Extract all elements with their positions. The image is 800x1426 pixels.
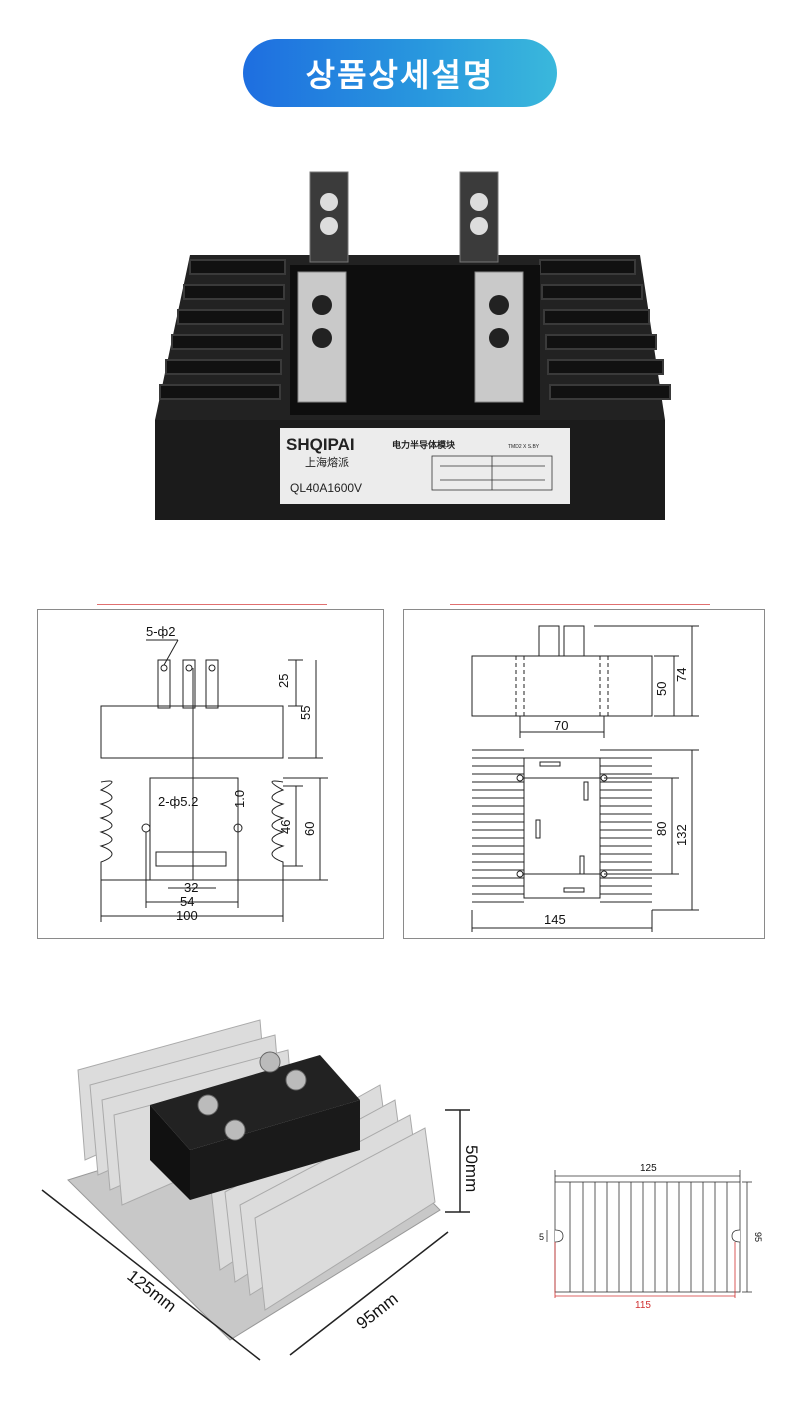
fins xyxy=(472,749,652,903)
dim-height-50mm: 50mm xyxy=(462,1145,481,1192)
dim-70: 70 xyxy=(554,718,568,733)
right-dimension-drawing: 50 74 70 80 132 145 xyxy=(403,609,765,939)
label-subtitle: 电力半导体模块 xyxy=(392,439,456,450)
left-dimension-drawing: 5-ф2 25 55 2-ф5.2 1.0 46 60 32 54 100 xyxy=(37,609,384,939)
terminal-left xyxy=(297,171,349,403)
red-slot-span xyxy=(554,1242,736,1298)
label-brand: SHQIPAI xyxy=(286,435,355,454)
heatsink-dimension-drawing: 125 95 5 115 xyxy=(539,1163,763,1311)
dim-top-125: 125 xyxy=(640,1163,657,1174)
label-small-code: TMD2 X S.BY xyxy=(508,444,540,450)
dim-bottom-115: 115 xyxy=(635,1300,651,1311)
dim-100: 100 xyxy=(176,908,198,923)
dim-132: 132 xyxy=(674,824,689,846)
dim-145: 145 xyxy=(544,912,566,927)
rectifier-module-photo: SHQIPAI 电力半导体模块 TMD2 X S.BY 上海熔派 QL40A16… xyxy=(155,171,671,520)
heatsink-fins-left xyxy=(159,259,286,400)
dim-slot-5: 5 xyxy=(539,1232,544,1242)
dim-25: 25 xyxy=(276,674,291,688)
dim-width-95mm: 95mm xyxy=(353,1289,402,1333)
dim-74: 74 xyxy=(674,668,689,682)
terminal-right xyxy=(459,171,524,403)
dim-55: 55 xyxy=(298,706,313,720)
dim-5-holes: 5-ф2 xyxy=(146,624,176,639)
dim-2-holes: 2-ф5.2 xyxy=(158,794,198,809)
dim-80: 80 xyxy=(654,822,669,836)
label-model: QL40A1600V xyxy=(290,481,362,495)
heatsink-module-photo: 50mm 125mm 95mm xyxy=(41,1019,481,1361)
dim-54: 54 xyxy=(180,894,194,909)
dim-32: 32 xyxy=(184,880,198,895)
dim-side-95: 95 xyxy=(753,1232,763,1242)
label-maker: 上海熔派 xyxy=(305,455,349,469)
module-top xyxy=(150,1055,360,1150)
left-drawing-accent-line xyxy=(97,604,327,605)
dim-50: 50 xyxy=(654,682,669,696)
dim-60: 60 xyxy=(302,822,317,836)
module-screws xyxy=(197,1051,307,1141)
dim-1-0: 1.0 xyxy=(232,790,247,808)
dim-46: 46 xyxy=(278,820,293,834)
label-circuit-diagram xyxy=(431,455,553,491)
right-drawing-accent-line xyxy=(450,604,710,605)
page-title: 상품상세설명 xyxy=(243,39,557,107)
